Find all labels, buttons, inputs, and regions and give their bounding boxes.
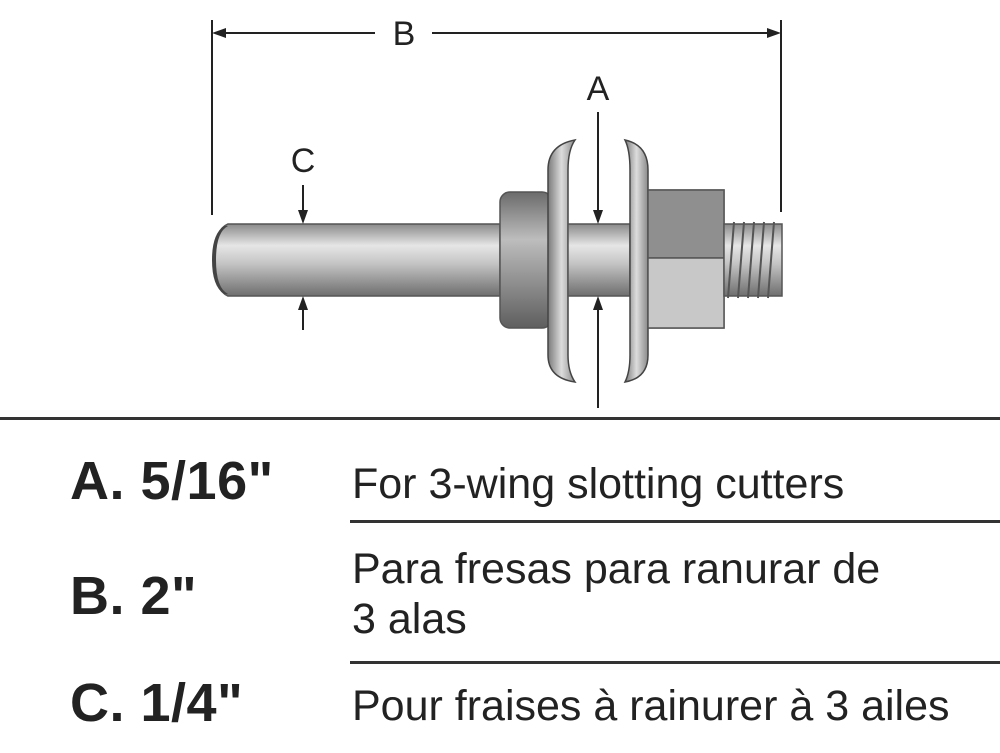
divider-main bbox=[0, 417, 1000, 420]
label-c: C bbox=[291, 142, 316, 180]
arrow-up-icon bbox=[593, 296, 603, 310]
spec-key-b: B. 2" bbox=[70, 566, 198, 626]
spec-text-b-line1: Para fresas para ranurar de bbox=[352, 545, 881, 593]
spec-key-a: A. 5/16" bbox=[70, 451, 274, 511]
divider-b bbox=[350, 661, 1000, 664]
dimension-c: C bbox=[291, 142, 316, 330]
arrow-down-icon bbox=[298, 210, 308, 224]
label-b: B bbox=[393, 15, 416, 53]
arrow-left-icon bbox=[212, 28, 226, 38]
arbor-shank bbox=[212, 223, 501, 297]
arbor-collar bbox=[499, 191, 553, 329]
dimension-b: B bbox=[211, 15, 782, 215]
hex-nut bbox=[647, 189, 725, 329]
right-flange bbox=[623, 138, 649, 383]
arrow-down-icon bbox=[593, 210, 603, 224]
pilot-section bbox=[567, 223, 631, 297]
threaded-end bbox=[723, 221, 783, 299]
left-flange bbox=[547, 138, 577, 383]
spec-key-c: C. 1/4" bbox=[70, 673, 244, 733]
arbor-diagram: B A bbox=[211, 15, 783, 408]
arrow-up-icon bbox=[298, 296, 308, 310]
arrow-right-icon bbox=[767, 28, 781, 38]
spec-text-c: Pour fraises à rainurer à 3 ailes bbox=[352, 682, 950, 730]
spec-text-b-line2: 3 alas bbox=[352, 595, 467, 643]
divider-a bbox=[350, 520, 1000, 523]
dimension-a: A bbox=[587, 70, 610, 408]
spec-text-a: For 3-wing slotting cutters bbox=[352, 460, 845, 508]
label-a: A bbox=[587, 70, 610, 108]
